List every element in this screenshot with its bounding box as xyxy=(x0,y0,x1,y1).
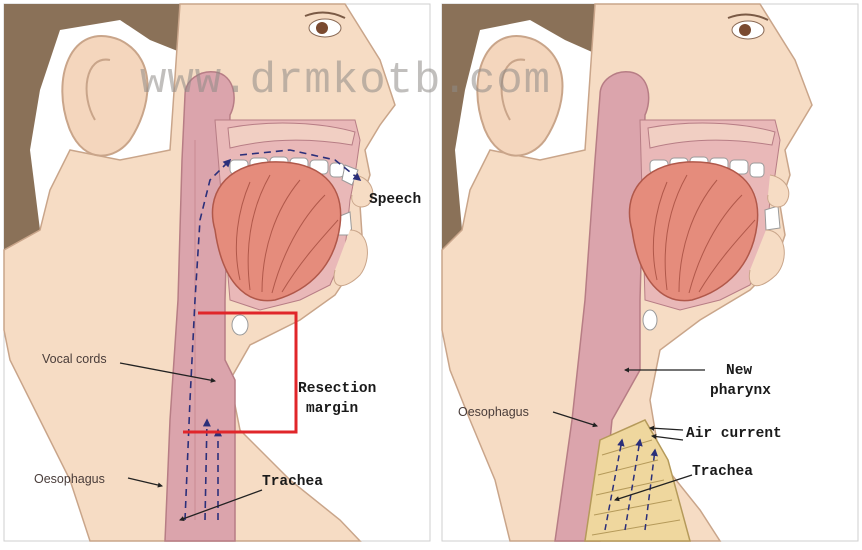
label-speech: Speech xyxy=(369,192,421,208)
label-new-pharynx-line2: pharynx xyxy=(710,383,771,399)
label-resection-line1: Resection xyxy=(298,381,376,397)
label-new-pharynx-line1: New xyxy=(726,363,752,379)
label-oesophagus-left: Oesophagus xyxy=(34,472,105,486)
label-vocal-cords: Vocal cords xyxy=(42,352,107,366)
label-trachea-right: Trachea xyxy=(692,464,753,480)
label-air-current: Air current xyxy=(686,426,782,442)
watermark: www.drmkotb.com xyxy=(140,56,551,106)
label-resection-line2: margin xyxy=(306,401,358,417)
label-oesophagus-right: Oesophagus xyxy=(458,405,529,419)
label-trachea-left: Trachea xyxy=(262,474,323,490)
